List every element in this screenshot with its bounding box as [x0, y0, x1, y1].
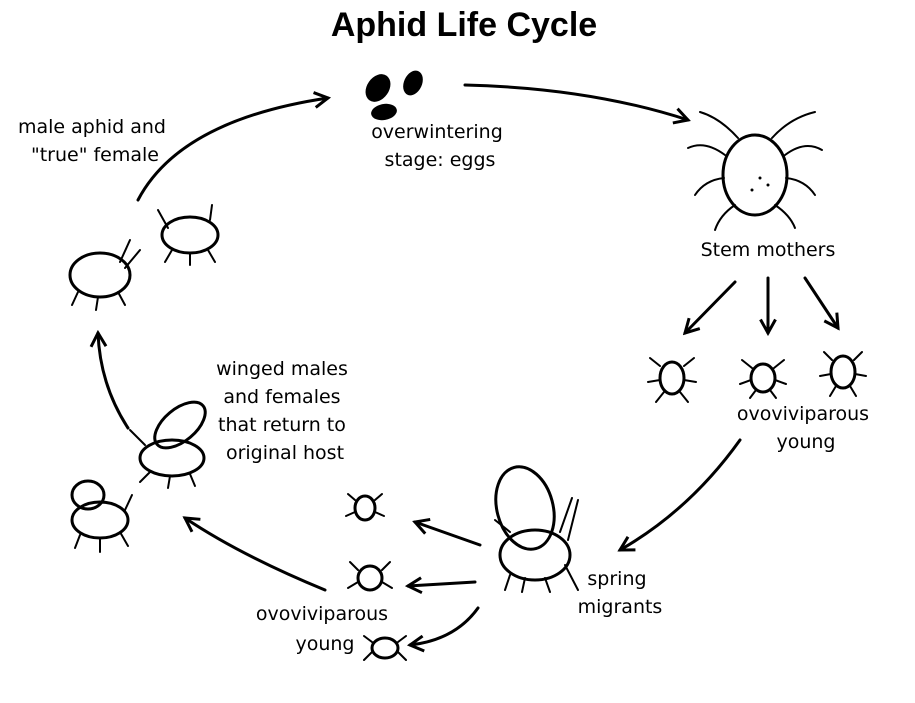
young-right-illustration	[647, 351, 867, 403]
young-bottom-illustration	[345, 493, 407, 661]
winged-return-label: winged males and females that return to …	[216, 358, 354, 464]
arrow-young-to-spring-migrants	[620, 438, 742, 550]
young-right-label: ovoviviparous young	[737, 403, 875, 453]
arrow-stem-to-young-right	[803, 276, 838, 328]
arrow-eggs-to-stem-mothers	[463, 83, 688, 120]
arrow-migrant-to-young-bottom	[410, 606, 480, 645]
spring-migrants-label: spring migrants	[578, 568, 663, 618]
eggs-label: overwintering stage: eggs	[371, 121, 509, 171]
male-female-label: male aphid and "true" female	[18, 116, 172, 166]
arrow-young-to-winged	[185, 518, 327, 592]
spring-migrant-illustration	[494, 465, 579, 593]
stem-mother-illustration	[687, 111, 823, 231]
arrow-stem-to-young-left	[685, 280, 737, 333]
eggs-illustration	[365, 70, 423, 121]
arrow-migrant-to-young-top	[415, 522, 482, 547]
arrow-winged-to-sexual-forms	[98, 333, 130, 430]
male-female-illustration	[68, 204, 220, 311]
stem-mothers-label: Stem mothers	[701, 239, 836, 261]
arrow-migrant-to-young-middle	[408, 582, 477, 586]
diagram-title: Aphid Life Cycle	[331, 6, 597, 44]
young-bottom-label: ovoviviparous young	[256, 603, 394, 655]
arrow-sexual-forms-to-eggs	[136, 98, 328, 202]
winged-return-illustration	[70, 400, 207, 553]
